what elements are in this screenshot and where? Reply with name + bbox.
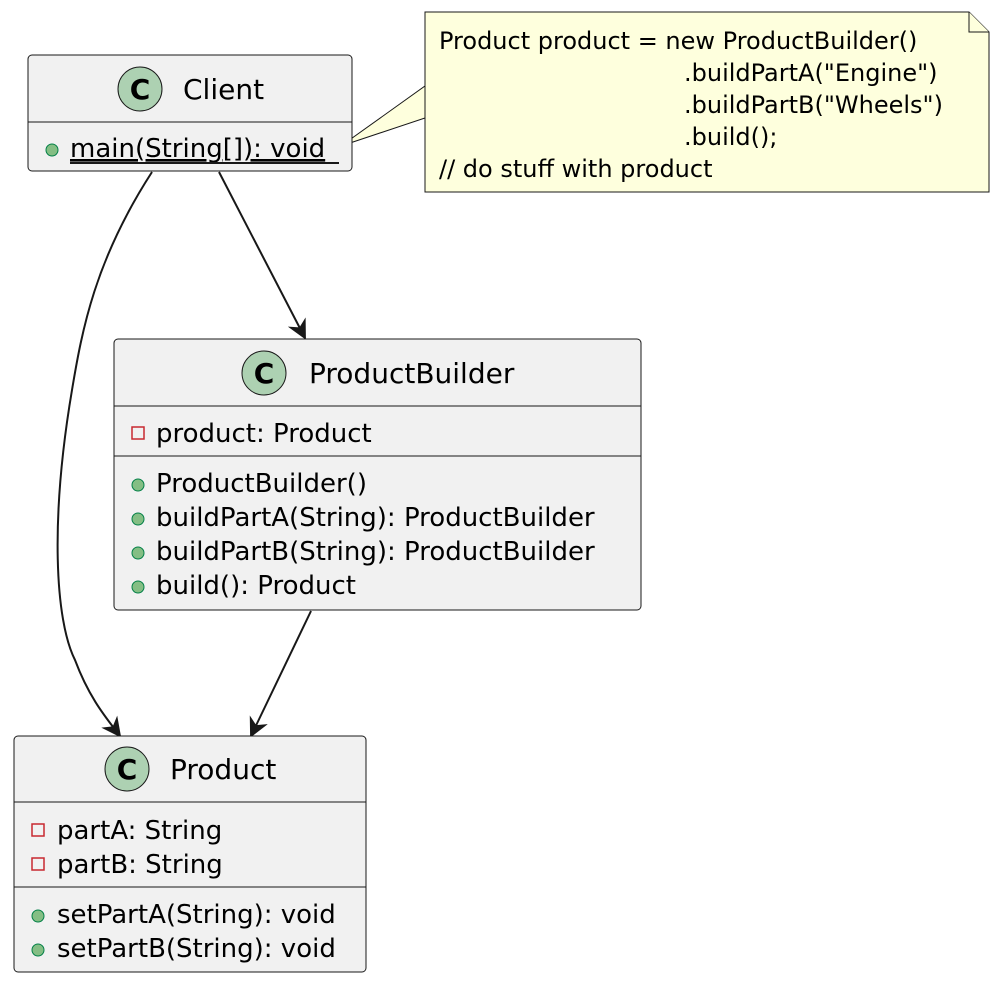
note-line-1: Product product = new ProductBuilder() xyxy=(439,27,917,55)
association-product-builder-to-product xyxy=(249,610,312,738)
code-note: Product product = new ProductBuilder() .… xyxy=(424,11,990,193)
private-visibility-icon xyxy=(131,426,145,440)
note-line-3: .buildPartB("Wheels") xyxy=(684,91,943,119)
attribute-part-b: partB: String xyxy=(57,850,223,880)
public-visibility-icon xyxy=(45,143,59,157)
class-stereotype-letter: C xyxy=(254,357,275,390)
note-line-4: .build(); xyxy=(684,123,777,151)
class-name: ProductBuilder xyxy=(309,357,515,390)
method-build: build(): Product xyxy=(156,571,356,601)
method-product-builder: ProductBuilder() xyxy=(156,469,367,499)
class-box xyxy=(13,735,367,973)
attribute-part-a: partA: String xyxy=(57,816,222,846)
class-stereotype-letter: C xyxy=(130,73,151,106)
class-stereotype-icon xyxy=(241,350,287,396)
note-body xyxy=(424,11,990,193)
class-name: Product xyxy=(170,753,276,786)
method-set-part-a: setPartA(String): void xyxy=(57,900,336,930)
class-client: C Client main(String[]): void xyxy=(27,54,353,172)
class-stereotype-icon xyxy=(117,66,163,112)
attribute-product: product: Product xyxy=(156,419,372,449)
private-visibility-icon xyxy=(31,857,45,871)
class-box xyxy=(27,54,353,172)
public-visibility-icon xyxy=(31,943,45,957)
class-stereotype-letter: C xyxy=(117,753,138,786)
class-name: Client xyxy=(183,73,264,106)
method-main: main(String[]): void xyxy=(70,134,325,164)
relations xyxy=(56,171,312,738)
public-visibility-icon xyxy=(131,580,145,594)
note-line-5: // do stuff with product xyxy=(439,155,713,183)
private-visibility-icon xyxy=(31,823,45,837)
class-box xyxy=(113,338,642,611)
public-visibility-icon xyxy=(131,478,145,492)
class-product: C Product partA: String partB: String se… xyxy=(13,735,367,973)
method-set-part-b: setPartB(String): void xyxy=(57,934,336,964)
note-folded-corner xyxy=(968,12,989,33)
method-build-part-a: buildPartA(String): ProductBuilder xyxy=(156,503,595,533)
association-client-to-product xyxy=(56,171,153,738)
note-connector xyxy=(340,85,426,147)
public-visibility-icon xyxy=(131,546,145,560)
public-visibility-icon xyxy=(31,909,45,923)
method-build-part-b: buildPartB(String): ProductBuilder xyxy=(156,537,595,567)
note-line-2: .buildPartA("Engine") xyxy=(684,59,938,87)
public-visibility-icon xyxy=(131,512,145,526)
association-client-to-product-builder xyxy=(218,171,306,340)
class-stereotype-icon xyxy=(104,746,150,792)
class-product-builder: C ProductBuilder product: Product Produc… xyxy=(113,338,642,611)
